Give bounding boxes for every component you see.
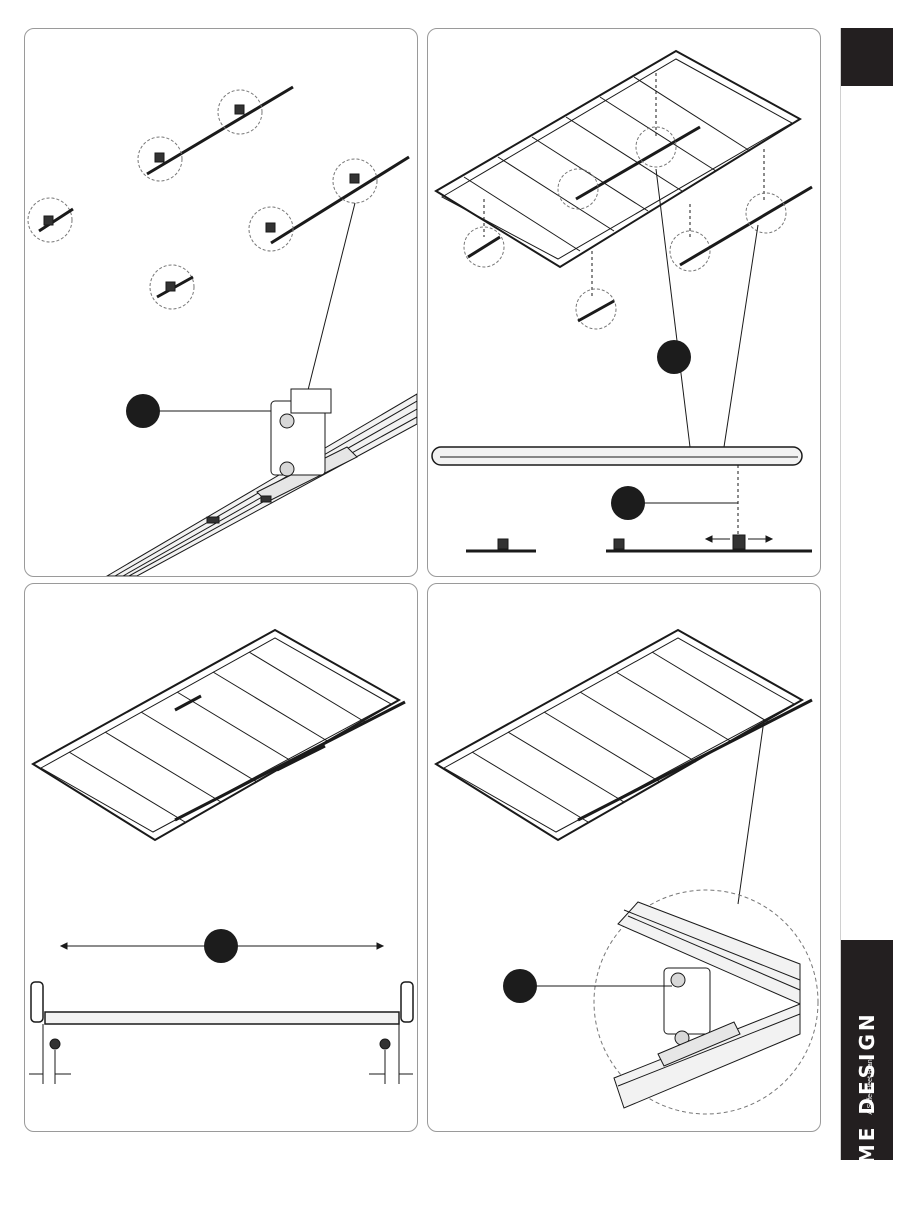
step-1-illustration bbox=[25, 29, 417, 576]
roof-rail bbox=[175, 702, 405, 820]
side-brand-tab: PRIME DESIGN A Safe-Fleet Brand bbox=[840, 28, 893, 1160]
brand-tagline: A Safe-Fleet Brand bbox=[864, 1015, 878, 1155]
step-1-panel bbox=[24, 28, 418, 577]
rack-front-view bbox=[45, 1012, 399, 1024]
cargo-rack-frame bbox=[33, 630, 399, 840]
rack-side-view bbox=[432, 447, 802, 465]
callout-badge bbox=[611, 486, 645, 520]
callout-badge bbox=[126, 394, 160, 428]
callout-badge bbox=[204, 929, 238, 963]
cargo-rack-frame bbox=[436, 51, 800, 267]
step-3-panel bbox=[24, 583, 418, 1132]
roof-rail-short bbox=[147, 87, 293, 174]
step-4-illustration bbox=[428, 584, 820, 1131]
roof-rail-long bbox=[271, 157, 409, 243]
step-4-panel bbox=[427, 583, 821, 1132]
callout-badge bbox=[503, 969, 537, 1003]
step-2-illustration bbox=[428, 29, 820, 576]
leader-line bbox=[307, 203, 355, 394]
callout-badge bbox=[657, 340, 691, 374]
tab-header-block bbox=[841, 28, 893, 86]
cargo-rack-frame bbox=[436, 630, 802, 840]
step-3-illustration bbox=[25, 584, 417, 1131]
step-2-panel bbox=[427, 28, 821, 577]
roof-rail bbox=[578, 700, 812, 820]
